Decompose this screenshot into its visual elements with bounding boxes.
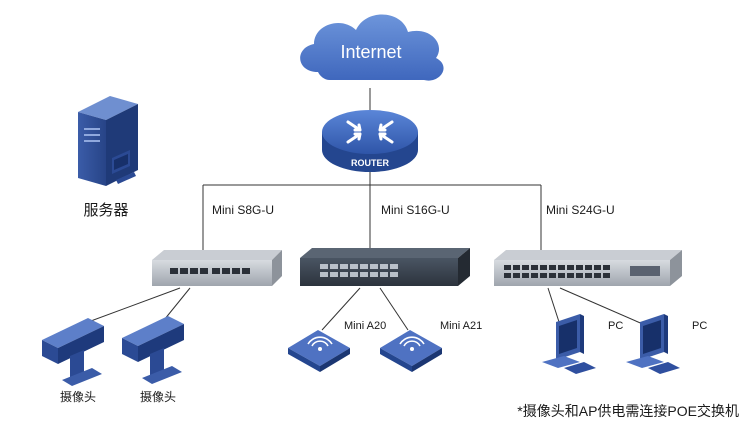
router-icon bbox=[322, 110, 418, 172]
ap-icon-left bbox=[288, 330, 350, 372]
camera-1-label: 摄像头 bbox=[60, 389, 96, 404]
pc-icon-2 bbox=[626, 314, 680, 374]
ap-left-label: Mini A20 bbox=[344, 320, 386, 332]
ap-right-label: Mini A21 bbox=[440, 320, 482, 332]
switch-mid-label: Mini S16G-U bbox=[381, 203, 450, 217]
router-label: ROUTER bbox=[351, 158, 390, 168]
switch-s16g-icon bbox=[300, 248, 470, 286]
camera-icon-1 bbox=[42, 318, 104, 386]
pc-2-label: PC bbox=[692, 320, 707, 332]
server-label: 服务器 bbox=[83, 202, 128, 219]
pc-1-label: PC bbox=[608, 320, 623, 332]
connection-lines bbox=[79, 88, 646, 331]
server-icon bbox=[78, 96, 138, 186]
camera-icon-2 bbox=[122, 316, 184, 384]
camera-2-label: 摄像头 bbox=[140, 389, 176, 404]
pc-icon-1 bbox=[542, 314, 596, 374]
footnote: *摄像头和AP供电需连接POE交换机 bbox=[517, 403, 739, 419]
switch-s24g-icon bbox=[494, 250, 682, 286]
internet-label: Internet bbox=[340, 42, 401, 62]
switch-right-label: Mini S24G-U bbox=[546, 203, 615, 217]
ap-icon-right bbox=[380, 330, 442, 372]
switch-left-label: Mini S8G-U bbox=[212, 203, 274, 217]
internet-cloud-icon bbox=[300, 14, 444, 81]
switch-s8g-icon bbox=[152, 250, 282, 286]
